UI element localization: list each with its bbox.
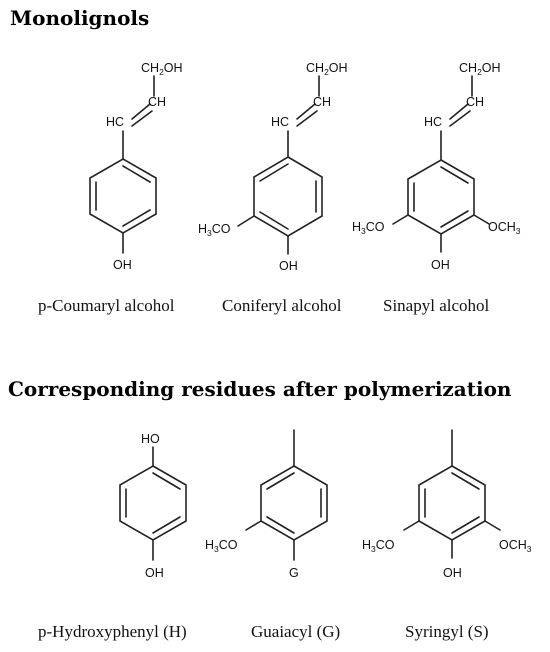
compound-name: Sinapyl alcohol: [383, 296, 490, 315]
alkene-bond: [449, 103, 469, 120]
oh-label: OH: [279, 259, 298, 273]
g-label: G: [289, 566, 299, 580]
ring-double-bond: [440, 166, 469, 184]
residue-name: p-Hydroxyphenyl (H): [38, 622, 187, 641]
oh-label: OH: [431, 258, 450, 272]
methoxy-bond: [403, 520, 420, 531]
ch-label: CH: [313, 95, 331, 109]
ring-double-bond: [152, 516, 181, 534]
oh-label: OH: [443, 566, 462, 580]
benzene-ring: [253, 156, 323, 237]
methoxy-bond: [392, 214, 409, 225]
p-coumaryl-alcohol-structure: CH2OH CH HC OH: [89, 61, 183, 272]
methoxy-bond: [484, 520, 501, 531]
ring-double-bond: [259, 211, 289, 230]
ring-double-bond: [259, 163, 289, 182]
ch2oh-label: CH2OH: [459, 61, 501, 77]
alkene-bond: [449, 110, 471, 127]
benzene-ring: [418, 465, 486, 541]
ho-label: HO: [141, 432, 160, 446]
oh-label: OH: [145, 566, 164, 580]
hc-label: HC: [271, 115, 289, 129]
residues-heading: Corresponding residues after polymerizat…: [8, 377, 512, 401]
compound-name: Coniferyl alcohol: [222, 296, 342, 315]
syringyl-structure: H3CO OCH3 OH: [362, 429, 532, 580]
alkene-bond: [296, 103, 316, 120]
methoxy-bond: [245, 520, 262, 531]
h3co-label: H3CO: [352, 220, 385, 236]
ch-label: CH: [148, 95, 166, 109]
ring-double-bond: [122, 209, 151, 227]
benzene-ring: [119, 465, 187, 541]
benzene-ring: [260, 465, 328, 541]
benzene-ring: [407, 159, 475, 235]
guaiacyl-structure: H3CO G: [205, 429, 328, 580]
ring-double-bond: [152, 472, 181, 490]
hc-label: HC: [106, 115, 124, 129]
oh-label: OH: [113, 258, 132, 272]
ch2oh-label: CH2OH: [141, 61, 183, 77]
alkene-bond: [296, 110, 318, 127]
methoxy-bond: [237, 215, 255, 227]
ring-double-bond: [451, 516, 480, 534]
ch-label: CH: [466, 95, 484, 109]
och3-label: OCH3: [488, 220, 521, 236]
alkene-bond: [131, 110, 153, 127]
p-hydroxyphenyl-structure: HO OH: [119, 432, 187, 580]
methoxy-bond: [473, 214, 490, 225]
h3co-label: H3CO: [362, 538, 395, 554]
residue-name: Syringyl (S): [405, 622, 489, 641]
ring-double-bond: [451, 472, 480, 490]
coniferyl-alcohol-structure: CH2OH CH HC H3CO OH: [198, 61, 348, 273]
benzene-ring: [89, 158, 157, 234]
compound-name: p-Coumaryl alcohol: [38, 296, 175, 315]
h3co-label: H3CO: [205, 538, 238, 554]
ch2oh-label: CH2OH: [306, 61, 348, 77]
och3-label: OCH3: [499, 538, 532, 554]
ring-double-bond: [266, 472, 295, 490]
monolignols-heading: Monolignols: [10, 6, 149, 30]
ring-double-bond: [122, 165, 151, 183]
sinapyl-alcohol-structure: CH2OH CH HC H3CO OCH3 OH: [352, 61, 521, 272]
h3co-label: H3CO: [198, 222, 231, 238]
ring-double-bond: [266, 516, 295, 534]
alkene-bond: [131, 103, 151, 120]
hc-label: HC: [424, 115, 442, 129]
ring-double-bond: [440, 210, 469, 228]
residue-name: Guaiacyl (G): [251, 622, 340, 641]
